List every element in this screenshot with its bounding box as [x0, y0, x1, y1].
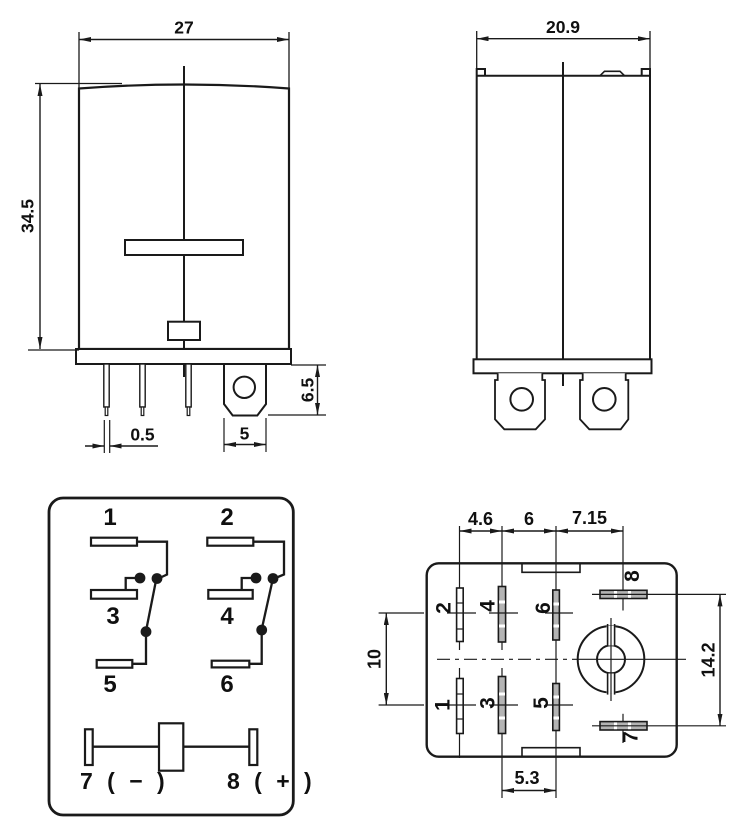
dim-pin-thickness: 0.5	[85, 420, 158, 453]
dim-body-width: 27	[78, 18, 290, 101]
bottom-body-outline	[425, 562, 678, 758]
wire	[132, 633, 148, 665]
contact-bar-pin2	[206, 536, 255, 547]
contact-group-left	[89, 536, 169, 669]
side-base-flange	[472, 358, 653, 375]
dim-offset: 5.3	[502, 768, 556, 793]
dim-row-spacing: 10	[365, 612, 424, 706]
coil-terminal-7	[83, 728, 94, 767]
bottom-pin5-slot	[551, 682, 561, 732]
dim-offset-label: 5.3	[514, 768, 539, 788]
dim-tab-spacing: 14.2	[658, 593, 726, 727]
front-view: 27 34.5 0.5 5 6.5	[18, 18, 326, 453]
contact-dot	[267, 573, 279, 584]
schematic-pin1-label: 1	[103, 504, 116, 531]
dim-pin-length: 6.5	[268, 364, 326, 416]
bottom-pin2-slot	[455, 587, 465, 643]
coil-positive-label: 8 ( + )	[227, 768, 316, 794]
bottom-pin1-slot	[455, 677, 465, 735]
front-latch-window	[167, 320, 201, 342]
dim-row-spacing-label: 10	[365, 649, 385, 669]
bottom-view: 4.6 6 7.15 10 14.2 5.3 2 4 6 1 3 5 8	[365, 508, 726, 798]
contact-bar-pin3	[89, 588, 139, 600]
schematic-pin2-label: 2	[220, 504, 233, 531]
bottom-pin5-label: 5	[530, 697, 553, 709]
dim-tab-width-label: 5	[240, 424, 250, 444]
pin-tip	[186, 406, 191, 417]
dim-pin-length-label: 6.5	[298, 378, 318, 403]
schematic-pin6-label: 6	[220, 671, 233, 698]
dim-side-width-label: 20.9	[546, 17, 580, 37]
pin-shaft	[139, 363, 146, 408]
bottom-pin7-label: 7	[620, 731, 643, 743]
dim-tab-width: 5	[223, 418, 267, 452]
dim-pitch-c-label: 7.15	[572, 508, 607, 528]
dim-side-width: 20.9	[476, 17, 651, 88]
coil-section: 7 ( − ) 8 ( + )	[80, 722, 316, 794]
front-base-flange	[75, 348, 292, 365]
coil-symbol	[157, 722, 185, 772]
dim-pin-thickness-label: 0.5	[130, 425, 155, 445]
schematic-border	[47, 496, 295, 817]
front-pin-3	[185, 363, 192, 417]
front-nameplate-slot	[124, 239, 244, 256]
contact-bar-pin5	[95, 658, 134, 669]
front-pin-1	[103, 363, 110, 417]
contact-dot	[134, 572, 146, 584]
wire	[253, 540, 286, 580]
bottom-pin1-label: 1	[432, 699, 455, 711]
contact-group-right	[206, 536, 286, 669]
dim-pin-pitch: 4.6 6 7.15	[459, 508, 623, 534]
dim-body-height-label: 34.5	[18, 199, 38, 233]
side-view: 20.9	[472, 17, 653, 431]
bottom-pin8-label: 8	[621, 570, 644, 582]
wire	[137, 540, 169, 580]
schematic-pin5-label: 5	[103, 671, 116, 698]
pin-tip	[140, 406, 145, 417]
dim-tab-spacing-label: 14.2	[699, 642, 719, 677]
schematic-pin3-label: 3	[106, 603, 119, 630]
side-tab-hole-right	[592, 387, 617, 412]
pin-shaft	[185, 363, 192, 408]
bottom-pin4-slot	[497, 585, 507, 643]
front-pin-2	[139, 363, 146, 417]
switch-blade	[260, 580, 274, 629]
schematic-view: 1 2 3 4 5 6	[47, 496, 316, 817]
mounting-boss	[576, 618, 686, 701]
bottom-pin6-slot	[551, 589, 561, 641]
contact-dot	[151, 573, 163, 584]
contact-dot	[140, 626, 152, 638]
bottom-pin6-label: 6	[532, 602, 555, 614]
contact-dot	[250, 572, 262, 584]
bottom-top-notch	[521, 563, 581, 574]
contact-bar-pin4	[207, 588, 254, 600]
switch-blade	[145, 580, 158, 630]
schematic-pin4-label: 4	[220, 603, 234, 630]
bottom-pin2-label: 2	[433, 602, 456, 614]
contact-bar-pin1	[89, 536, 139, 547]
front-tab-hole	[232, 375, 257, 399]
dim-pitch-b-label: 6	[524, 509, 534, 529]
bottom-pin3-label: 3	[477, 697, 500, 709]
coil-terminal-8	[248, 728, 259, 767]
side-top-bump	[599, 70, 626, 77]
bottom-pin4-label: 4	[477, 600, 500, 612]
dim-body-width-label: 27	[174, 18, 193, 38]
side-tab-hole-left	[509, 387, 535, 412]
dim-pitch-a-label: 4.6	[468, 509, 493, 529]
wire	[249, 631, 263, 665]
bottom-bottom-notch	[521, 746, 581, 757]
coil-negative-label: 7 ( − )	[80, 768, 169, 794]
pin-tip	[104, 406, 109, 417]
pin-shaft	[103, 363, 110, 408]
dim-body-height: 34.5	[18, 84, 79, 351]
contact-dot	[256, 624, 268, 636]
contact-bar-pin6	[210, 659, 251, 669]
